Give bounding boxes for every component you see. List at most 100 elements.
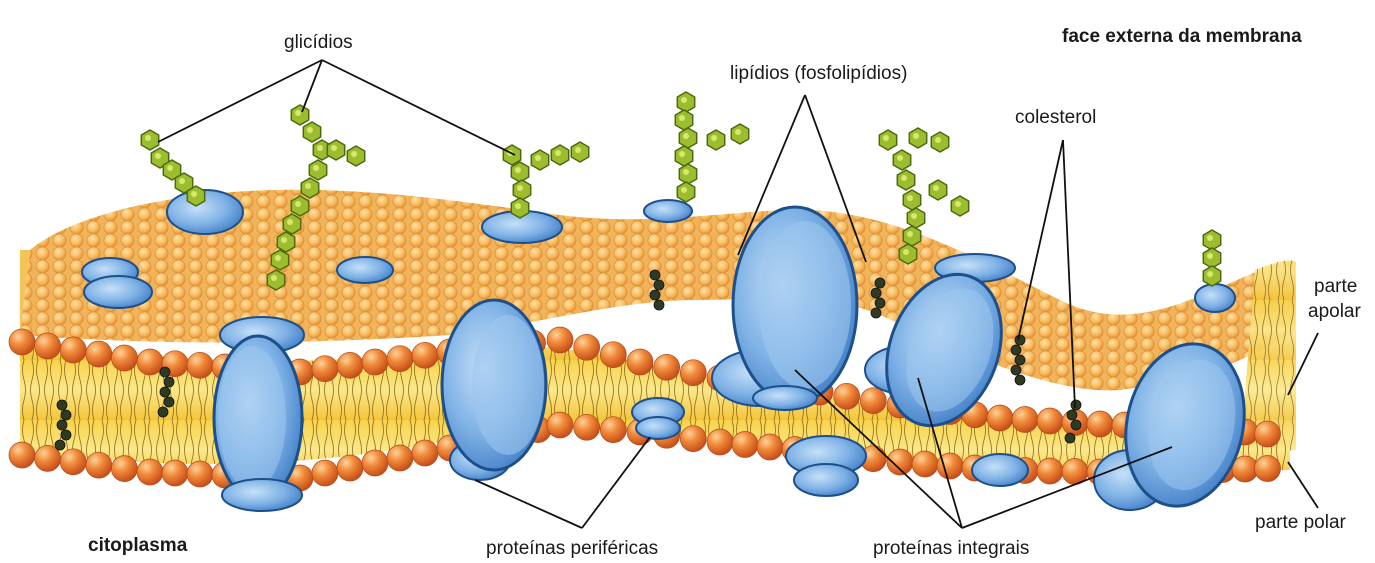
sugar-highlight [179, 178, 185, 184]
glycan-chain-1 [141, 130, 204, 206]
peripheral-protein-top-3 [644, 200, 692, 222]
sugar-highlight [295, 201, 301, 207]
sugar-highlight [907, 195, 913, 201]
sugar-highlight [679, 115, 685, 121]
phospholipid-head [860, 388, 886, 414]
phospholipid-head [680, 426, 706, 452]
phospholipid-head [362, 349, 388, 375]
sugar-highlight [515, 167, 521, 173]
phospholipid-head [312, 460, 338, 486]
phospholipid-head [574, 414, 600, 440]
phospholipid-head [547, 412, 573, 438]
sugar-highlight [883, 135, 889, 141]
phospholipid-head [547, 327, 573, 353]
phospholipid-head [707, 429, 733, 455]
phospholipid-head [137, 349, 163, 375]
phospholipid-head [86, 452, 112, 478]
phospholipid-head [680, 360, 706, 386]
phospholipid-head [600, 417, 626, 443]
phospholipid-head [1087, 411, 1113, 437]
sugar-highlight [517, 185, 523, 191]
phospholipid-head [987, 405, 1013, 431]
glycan-chain-6 [1203, 230, 1220, 286]
leader-parte-polar [1288, 462, 1318, 508]
phospholipid-head [86, 341, 112, 367]
phospholipid-head [412, 440, 438, 466]
sugar-highlight [145, 135, 151, 141]
phospholipid-head [9, 442, 35, 468]
phospholipid-head [9, 329, 35, 355]
sugar-highlight [1207, 271, 1213, 277]
sugar-highlight [155, 153, 161, 159]
phospholipid-head [1255, 421, 1281, 447]
leader-glicidios-3 [322, 60, 515, 155]
phospholipid-head [627, 349, 653, 375]
leader-perifericas-1 [475, 480, 582, 528]
phospholipid-head [111, 345, 137, 371]
sugar-highlight [679, 151, 685, 157]
sugar-highlight [955, 201, 961, 207]
label-face-externa: face externa da membrana [1062, 26, 1302, 48]
label-proteinas-perifericas: proteínas periféricas [486, 538, 658, 560]
leader-glicidios-1 [158, 60, 322, 142]
sugar-highlight [167, 165, 173, 171]
sugar-highlight [305, 183, 311, 189]
sugar-highlight [351, 151, 357, 157]
sugar-highlight [191, 191, 197, 197]
phospholipid-head [574, 334, 600, 360]
sugar-highlight [307, 127, 313, 133]
phospholipid-head [337, 352, 363, 378]
sugar-highlight [907, 231, 913, 237]
sugar-highlight [281, 237, 287, 243]
phospholipid-head [1012, 407, 1038, 433]
label-parte-apolar-line1: parte [1314, 276, 1357, 298]
phospholipid-head [600, 342, 626, 368]
glycan-chain-4 [675, 92, 748, 202]
sugar-highlight [275, 255, 281, 261]
sugar-highlight [901, 175, 907, 181]
glycan-chain-3 [503, 142, 588, 218]
sugar-highlight [683, 133, 689, 139]
phospholipid-head [162, 460, 188, 486]
phospholipid-head [387, 445, 413, 471]
sugar-highlight [1207, 253, 1213, 259]
sugar-highlight [1207, 235, 1213, 241]
label-citoplasma: citoplasma [88, 535, 187, 557]
sugar-highlight [933, 185, 939, 191]
label-parte-apolar-line2: apolar [1308, 301, 1361, 323]
sugar-highlight [711, 135, 717, 141]
label-colesterol: colesterol [1015, 107, 1096, 129]
phospholipid-head [60, 449, 86, 475]
label-glicidios: glicídios [284, 32, 353, 54]
phospholipid-head [412, 342, 438, 368]
sugar-highlight [681, 187, 687, 193]
phospholipid-head [35, 333, 61, 359]
peripheral-protein-bottom-4 [794, 464, 858, 496]
sugar-highlight [681, 97, 687, 103]
sugar-highlight [331, 145, 337, 151]
sugar-highlight [313, 165, 319, 171]
phospholipid-head [654, 354, 680, 380]
phospholipid-head [912, 451, 938, 477]
sugar-highlight [535, 155, 541, 161]
sugar-highlight [295, 110, 301, 116]
phospholipid-head [834, 383, 860, 409]
phospholipid-head [337, 455, 363, 481]
phospholipid-head [187, 352, 213, 378]
phospholipid-head [1037, 458, 1063, 484]
sugar-highlight [911, 213, 917, 219]
phospholipid-head [732, 432, 758, 458]
sugar-highlight [271, 275, 277, 281]
phospholipid-head [887, 449, 913, 475]
peripheral-protein-top-5 [1195, 284, 1235, 312]
phospholipid-head [111, 456, 137, 482]
label-lipidios: lipídios (fosfolipídios) [730, 63, 907, 85]
sugar-highlight [897, 155, 903, 161]
phospholipid-head [35, 445, 61, 471]
sugar-highlight [683, 169, 689, 175]
phospholipid-head [1255, 456, 1281, 482]
sugar-highlight [575, 147, 581, 153]
phospholipid-head [137, 459, 163, 485]
peripheral-protein-top-4 [337, 257, 393, 283]
